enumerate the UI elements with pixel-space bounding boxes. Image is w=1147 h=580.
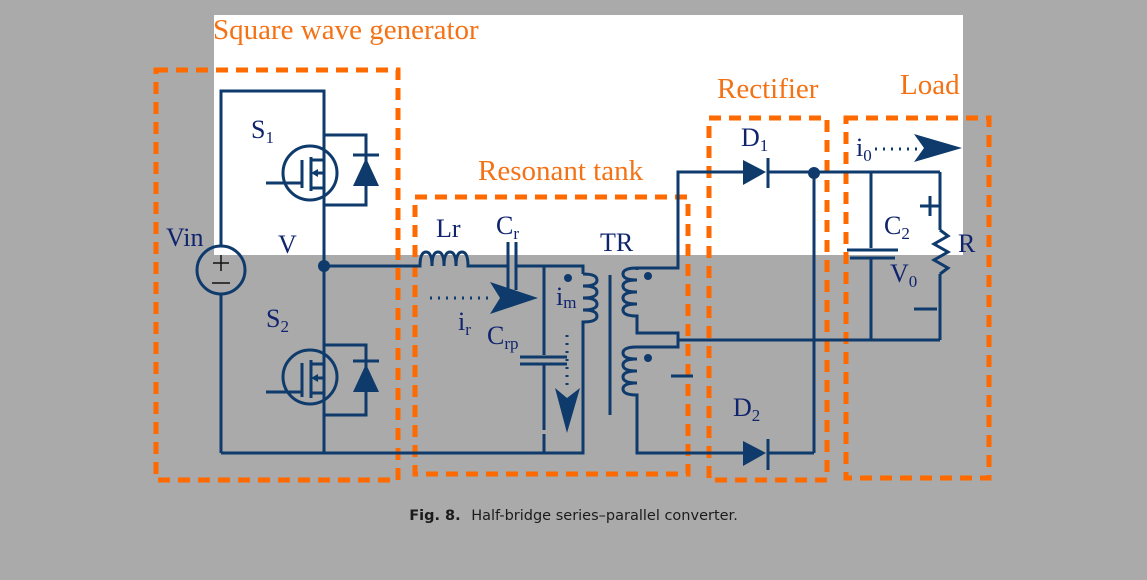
square-wave-generator-box (153, 67, 401, 483)
label-v: V (278, 230, 297, 259)
label-s2: S2 (266, 304, 289, 336)
label-im: im (556, 282, 576, 312)
label-r: R (958, 229, 976, 258)
resistor-r-icon (930, 228, 952, 276)
switch-s2-icon (266, 262, 379, 453)
rectifier-title: Rectifier (717, 73, 819, 105)
current-i0-arrow-icon (914, 134, 962, 162)
top-rail-wire (219, 89, 326, 245)
label-tr: TR (600, 228, 634, 257)
label-vin: Vin (166, 223, 203, 252)
resonant-tank (418, 170, 712, 455)
figure-caption: Fig. 8. Half-bridge series–parallel conv… (0, 508, 1147, 524)
inductor-lr-icon (418, 250, 508, 268)
figure-number: Fig. 8. (409, 508, 461, 524)
load-title: Load (900, 69, 960, 101)
resonant-tank-box (412, 194, 691, 477)
half-bridge (195, 89, 545, 455)
transformer-secondary-bottom-icon (621, 340, 710, 455)
current-im-arrow-icon (555, 388, 580, 433)
label-ir: ir (458, 307, 471, 339)
diode-d2-icon (743, 441, 766, 466)
current-ir-arrow-icon (490, 282, 538, 314)
diode-d1-icon (743, 160, 766, 185)
voltage-source-icon (195, 244, 247, 453)
label-i0: i0 (856, 133, 872, 165)
label-v0: V0 (890, 259, 917, 291)
label-s1: S1 (251, 115, 274, 147)
load (847, 134, 962, 340)
caption-text: Half-bridge series–parallel converter. (471, 508, 738, 524)
label-crp: Crp (487, 321, 519, 353)
resonant-tank-title: Resonant tank (478, 155, 644, 187)
label-d1: D1 (741, 123, 768, 155)
transformer-secondary-top-icon (621, 170, 712, 342)
s1-body-diode-icon (353, 158, 379, 186)
label-lr: Lr (436, 214, 461, 243)
square-wave-generator-title: Square wave generator (213, 14, 479, 46)
s2-body-diode-icon (353, 364, 379, 392)
label-c2: C2 (884, 211, 910, 243)
rectifier (710, 158, 940, 470)
label-cr: Cr (496, 211, 519, 243)
load-box (843, 115, 992, 481)
label-d2: D2 (733, 393, 760, 425)
transformer-primary-icon (545, 272, 599, 455)
switch-s1-icon (266, 133, 379, 262)
